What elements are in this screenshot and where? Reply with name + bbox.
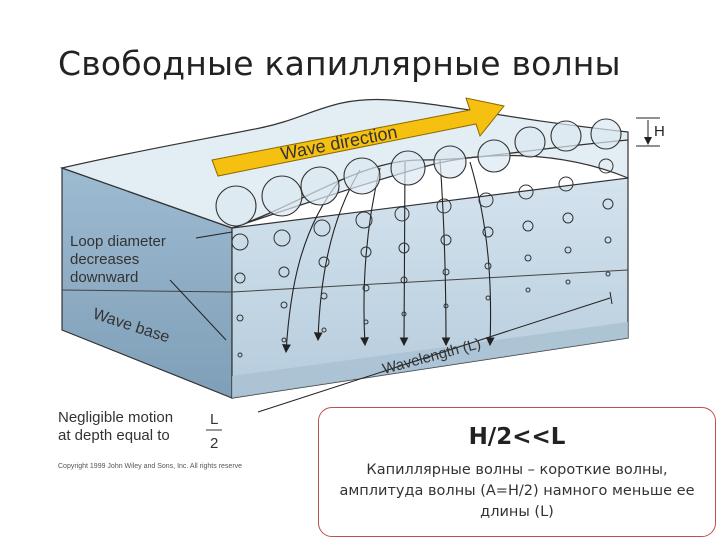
callout-box: H/2<<L Капиллярные волны – короткие волн… — [318, 407, 716, 537]
wave-direction-arrow — [211, 97, 505, 177]
box-bottom-shade — [232, 322, 628, 398]
surface-orbits — [215, 118, 622, 227]
fraction-denominator: 2 — [210, 435, 218, 452]
water-surface — [59, 98, 629, 229]
negligible-line1: Negligible motion — [58, 409, 173, 426]
height-label: H — [654, 123, 665, 140]
callout-text: Капиллярные волны – короткие волны, ампл… — [339, 462, 695, 520]
loop-label-line2: decreases — [70, 251, 139, 268]
callout-formula: H/2<<L — [468, 424, 566, 450]
copyright-text: Copyright 1999 John Wiley and Sons, Inc.… — [58, 463, 242, 470]
negligible-line2: at depth equal to — [58, 427, 170, 444]
slide-title: Свободные капиллярные волны — [58, 44, 621, 83]
wavelength-line — [257, 297, 611, 413]
loop-label-line3: downward — [70, 269, 138, 286]
wave-base-line — [61, 269, 629, 293]
loop-label-line1: Loop diameter — [70, 233, 166, 250]
fraction-numerator: L — [210, 411, 218, 428]
depth-orbits — [231, 158, 614, 358]
height-marker — [636, 117, 660, 147]
